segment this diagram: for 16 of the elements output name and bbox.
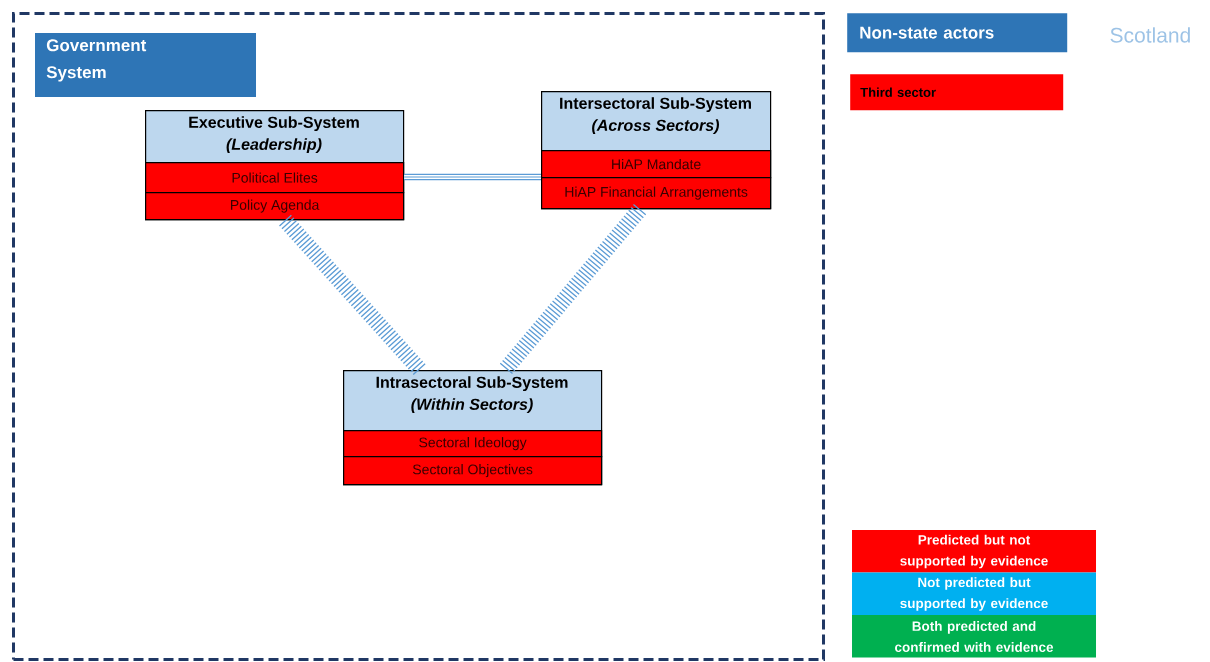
- connector-line: [403, 173, 542, 181]
- attribute-row: Sectoral Ideology: [343, 430, 603, 458]
- hatched-connector: [279, 214, 426, 376]
- attribute-row: HiAP Mandate: [541, 150, 772, 179]
- hatched-connector: [498, 204, 647, 376]
- actor-box: Non-state actors: [847, 13, 1068, 53]
- attribute-row: HiAP Financial Arrangements: [541, 177, 772, 210]
- attribute-row: Policy Agenda: [145, 192, 405, 221]
- legend-text: Both predicted and confirmed with evidence: [895, 621, 1054, 652]
- attribute-row: Sectoral Objectives: [343, 456, 603, 486]
- attribute-row: Political Elites: [145, 162, 405, 194]
- region-label: Scotland: [1110, 27, 1190, 43]
- heading-box: Government System: [35, 33, 256, 97]
- actor-tag: Third sector: [850, 74, 1064, 111]
- legend-text: Not predicted but supported by evidence: [900, 577, 1048, 611]
- legend-text: Predicted but not supported by evidence: [900, 534, 1048, 569]
